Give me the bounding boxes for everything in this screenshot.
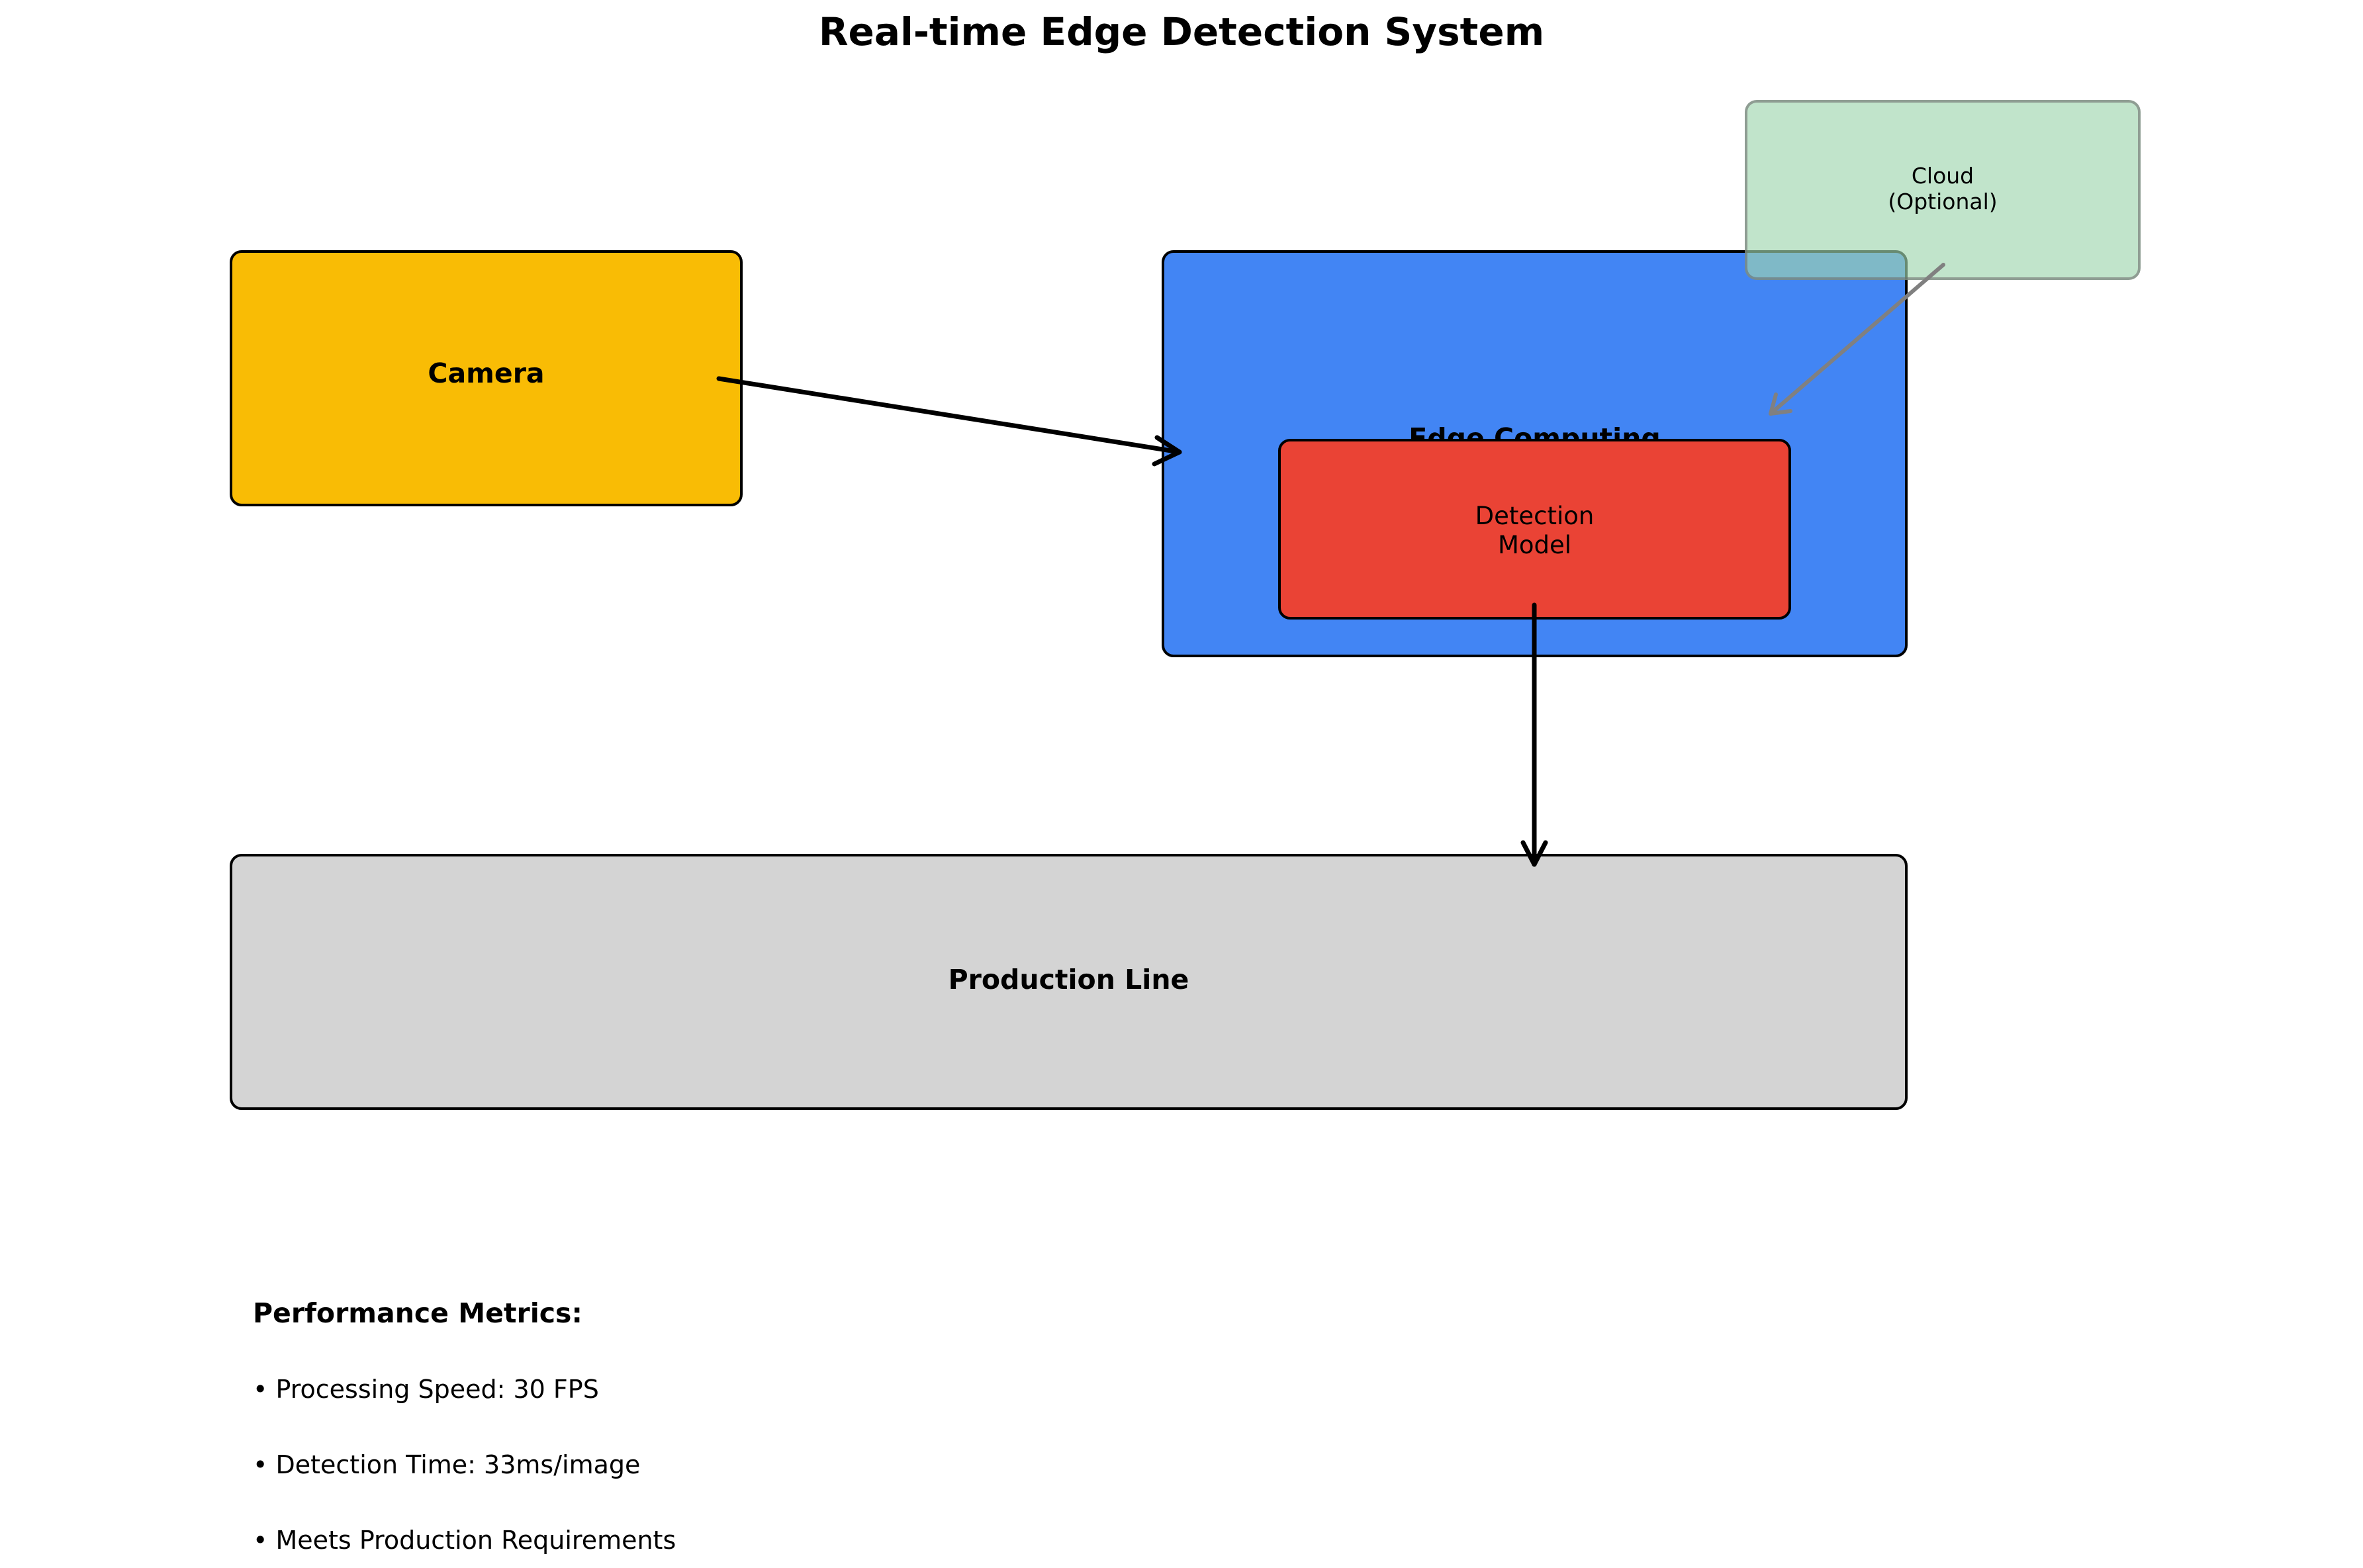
- cloud-box: [1745, 100, 2141, 280]
- metric-detection-time: • Detection Time: 33ms/image: [253, 1450, 641, 1479]
- arrow-camera-to-edge-device: [716, 376, 1182, 467]
- metric-processing-speed: • Processing Speed: 30 FPS: [253, 1375, 599, 1404]
- cloud-label: Cloud (Optional): [1888, 163, 1998, 214]
- production-line-box: [230, 854, 1908, 1110]
- metrics-heading: Performance Metrics:: [253, 1297, 582, 1329]
- camera-box: [230, 250, 743, 506]
- arrow-detection-model-to-production-line: [1520, 602, 1548, 867]
- diagram-title: Real-time Edge Detection System: [818, 9, 1545, 54]
- camera-label: Camera: [428, 357, 545, 389]
- metric-production-requirements: • Meets Production Requirements: [253, 1526, 676, 1555]
- production-line-label: Production Line: [948, 964, 1189, 995]
- arrow-cloud-to-edge-device: [1769, 263, 1945, 416]
- detection-model-label: Detection Model: [1475, 502, 1595, 559]
